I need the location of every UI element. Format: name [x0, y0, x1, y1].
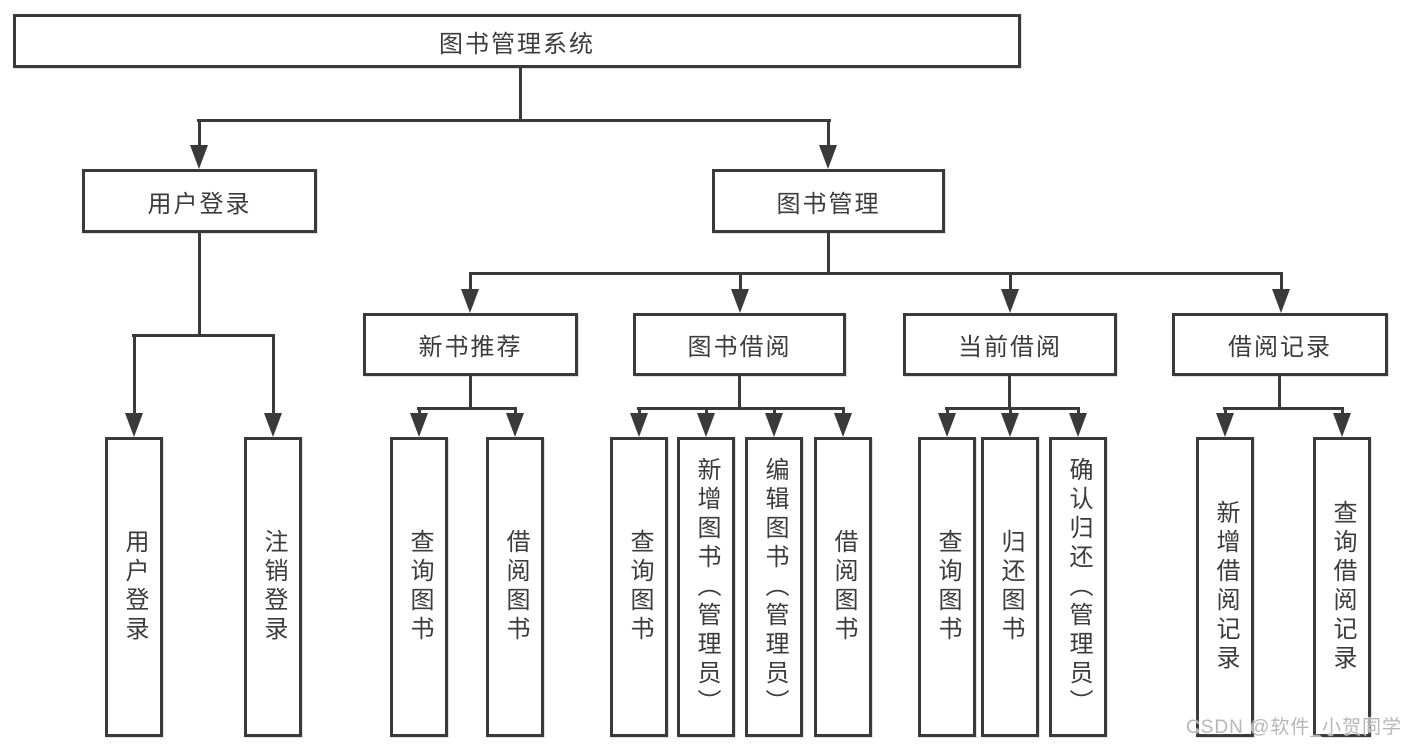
- connector-line: [1008, 376, 1011, 409]
- connector-line: [773, 407, 776, 415]
- arrow-down-icon: [731, 289, 749, 313]
- arrow-down-icon: [190, 145, 208, 169]
- leaf-borrow-query-books: 查询图书: [610, 437, 668, 737]
- leaf-borrow-edit-books-admin: 编辑图书（管理员）: [745, 437, 803, 737]
- node-user-login: 用户登录: [82, 169, 317, 233]
- connector-line: [198, 233, 201, 336]
- leaf-current-return-books: 归还图书: [981, 437, 1039, 737]
- connector-line: [1224, 407, 1227, 415]
- node-book-management: 图书管理: [712, 169, 945, 233]
- connector-line: [197, 119, 831, 122]
- node-current-borrow: 当前借阅: [903, 313, 1117, 376]
- connector-line: [132, 334, 275, 337]
- leaf-recommend-borrow-books: 借阅图书: [486, 437, 544, 737]
- arrow-down-icon: [506, 413, 524, 437]
- connector-line: [519, 67, 522, 121]
- connector-line: [418, 407, 421, 415]
- connector-line: [1077, 407, 1080, 415]
- arrow-down-icon: [765, 413, 783, 437]
- node-new-book-recommend: 新书推荐: [363, 313, 578, 376]
- connector-line: [198, 119, 201, 147]
- leaf-current-confirm-return-admin: 确认归还（管理员）: [1049, 437, 1107, 737]
- arrow-down-icon: [125, 413, 143, 437]
- connector-line: [1278, 376, 1281, 409]
- arrow-down-icon: [938, 413, 956, 437]
- connector-line: [469, 272, 1283, 275]
- node-borrow-records: 借阅记录: [1172, 313, 1388, 376]
- leaf-records-add-record: 新增借阅记录: [1196, 437, 1254, 737]
- connector-line: [417, 407, 517, 410]
- arrow-down-icon: [697, 413, 715, 437]
- node-library-management-system: 图书管理系统: [13, 14, 1021, 68]
- arrow-down-icon: [1001, 413, 1019, 437]
- arrow-down-icon: [1069, 413, 1087, 437]
- leaf-user-login: 用户登录: [105, 437, 163, 737]
- connector-line: [469, 272, 472, 291]
- connector-line: [738, 376, 741, 409]
- connector-line: [1223, 407, 1344, 410]
- arrow-down-icon: [1001, 289, 1019, 313]
- arrow-down-icon: [410, 413, 428, 437]
- leaf-records-query-record: 查询借阅记录: [1313, 437, 1371, 737]
- leaf-recommend-query-books: 查询图书: [390, 437, 448, 737]
- node-book-borrow: 图书借阅: [633, 313, 846, 376]
- connector-line: [1009, 272, 1012, 291]
- arrow-down-icon: [834, 413, 852, 437]
- arrow-down-icon: [1216, 413, 1234, 437]
- connector-line: [827, 119, 830, 147]
- connector-line: [638, 407, 641, 415]
- arrow-down-icon: [819, 145, 837, 169]
- csdn-watermark: CSDN @软件_小贺同学: [1186, 717, 1402, 738]
- connector-line: [637, 407, 845, 410]
- connector-line: [946, 407, 949, 415]
- connector-line: [514, 407, 517, 415]
- connector-line: [739, 272, 742, 291]
- arrow-down-icon: [630, 413, 648, 437]
- connector-line: [827, 233, 830, 274]
- arrow-down-icon: [1333, 413, 1351, 437]
- arrow-down-icon: [264, 413, 282, 437]
- connector-line: [1009, 407, 1012, 415]
- leaf-borrow-add-books-admin: 新增图书（管理员）: [677, 437, 735, 737]
- leaf-borrow-borrow-books: 借阅图书: [814, 437, 872, 737]
- connector-line: [842, 407, 845, 415]
- connector-line: [1341, 407, 1344, 415]
- arrow-down-icon: [1272, 289, 1290, 313]
- connector-line: [469, 376, 472, 409]
- connector-line: [945, 407, 1080, 410]
- connector-line: [705, 407, 708, 415]
- leaf-current-query-books: 查询图书: [918, 437, 976, 737]
- arrow-down-icon: [461, 289, 479, 313]
- connector-line: [1280, 272, 1283, 291]
- connector-line: [133, 334, 136, 415]
- connector-line: [272, 334, 275, 415]
- leaf-logout: 注销登录: [244, 437, 302, 737]
